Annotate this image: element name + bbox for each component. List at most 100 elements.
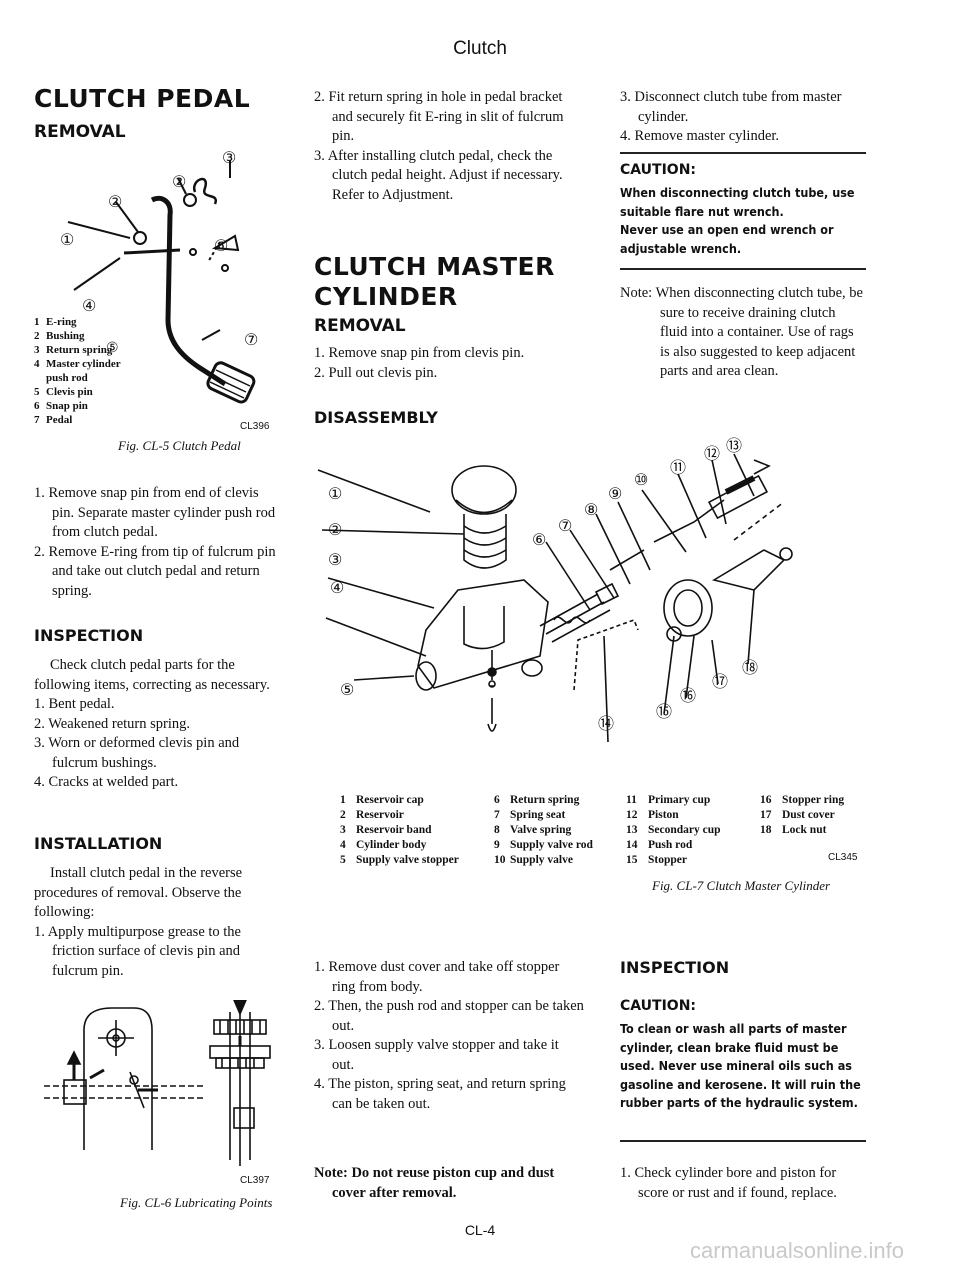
mc-removal-steps: 1. Remove snap pin from clevis pin. 2. P… — [314, 344, 582, 383]
removal-heading: REMOVAL — [34, 122, 126, 142]
fig5-code: CL396 — [240, 421, 270, 432]
disassembly-heading: DISASSEMBLY — [314, 408, 438, 427]
inspection-item: 3. Worn or deformed clevis pin and fulcr… — [34, 735, 240, 771]
fig7-callout-5: ⑤ — [340, 682, 355, 699]
step-text: 1. Check cylinder bore and piston for sc… — [620, 1165, 837, 1201]
step-text: 1. Remove snap pin from end of clevis pi… — [34, 485, 276, 540]
step-text: 3. Loosen supply valve stopper and take … — [314, 1037, 559, 1073]
mc-removal-cont: 3. Disconnect clutch tube from master cy… — [620, 88, 866, 147]
fig7-caption: Fig. CL-7 Clutch Master Cylinder — [652, 878, 831, 893]
caution1-title: CAUTION: — [620, 162, 697, 178]
step-text: 2. Remove E-ring from tip of fulcrum pin… — [34, 543, 276, 599]
fig7-callout-4: ④ — [330, 580, 345, 597]
fig7-callout-6: ⑥ — [532, 532, 547, 549]
caution-rule-bottom — [620, 268, 866, 270]
section-title-clutch-pedal: CLUTCH PEDAL — [34, 84, 251, 113]
pedal-installation-cont: 2. Fit return spring in hole in pedal br… — [314, 88, 582, 205]
fig6-caption: Fig. CL-6 Lubricating Points — [120, 1195, 273, 1210]
step-text: 3. Disconnect clutch tube from master cy… — [620, 89, 842, 125]
step-text: 2. Fit return spring in hole in pedal br… — [314, 89, 564, 144]
callout-6: ⑥ — [214, 238, 229, 255]
pedal-removal-steps: 1. Remove snap pin from end of clevis pi… — [34, 484, 280, 601]
fig7-callout-9: ⑨ — [608, 486, 623, 503]
fig7-code: CL345 — [828, 852, 858, 863]
caution-line: Never use an open end wrench or adjustab… — [620, 222, 834, 256]
step-text: 2. Pull out clevis pin. — [314, 364, 438, 381]
fig7-callout-16: ⑯ — [680, 688, 697, 705]
lubricating-points-illustration — [44, 1000, 271, 1166]
caution-rule-top — [620, 152, 866, 154]
fig7-callout-13: ⑬ — [726, 438, 743, 455]
master-cylinder-exploded-illustration — [317, 453, 793, 743]
page-footer: CL-4 — [464, 1222, 496, 1238]
fig7-callout-2: ② — [328, 522, 343, 539]
pedal-inspection: Check clutch pedal parts for the followi… — [34, 656, 280, 793]
mc-inspection-step: 1. Check cylinder bore and piston for sc… — [620, 1164, 866, 1203]
disassembly-steps: 1. Remove dust cover and take off stoppe… — [314, 958, 584, 1114]
step-text: 4. The piston, spring seat, and return s… — [314, 1076, 566, 1112]
step-text: 1. Remove dust cover and take off stoppe… — [314, 959, 560, 995]
installation-heading: INSTALLATION — [34, 834, 163, 853]
callout-2a: ② — [172, 174, 187, 191]
step-text: 4. Remove master cylinder. — [620, 128, 780, 144]
note-text: Note: When disconnecting clutch tube, be… — [620, 285, 863, 379]
callout-1: ① — [60, 232, 75, 249]
callout-5: ⑤ — [106, 341, 119, 356]
caution-line: When disconnecting clutch tube, use suit… — [620, 185, 855, 219]
note-text: Note: Do not reuse piston cup and dust c… — [314, 1165, 555, 1201]
step-text: 2. Then, the push rod and stopper can be… — [314, 998, 584, 1034]
callout-4: ④ — [82, 298, 97, 315]
step-text: 1. Remove snap pin from clevis pin. — [314, 345, 525, 361]
mc-inspection-heading: INSPECTION — [620, 958, 730, 977]
fig7-callout-8: ⑧ — [584, 502, 599, 519]
fig7-callout-18: ⑱ — [742, 660, 759, 677]
callout-2b: ② — [108, 194, 123, 211]
callout-7: ⑦ — [244, 332, 259, 349]
inspection-heading: INSPECTION — [34, 626, 144, 645]
clutch-pedal-illustration — [67, 160, 256, 404]
installation-intro: Install clutch pedal in the reverse proc… — [34, 865, 243, 920]
installation-item: 1. Apply multipurpose grease to the fric… — [34, 923, 241, 979]
fig7-callout-1: ① — [328, 486, 343, 503]
fig7-callout-3: ③ — [328, 552, 343, 569]
watermark: carmanualsonline.info — [690, 1238, 905, 1263]
pedal-installation: Install clutch pedal in the reverse proc… — [34, 864, 280, 981]
fig6-code: CL397 — [240, 1175, 270, 1186]
caution2-rule — [620, 1140, 866, 1142]
fig5-caption: Fig. CL-5 Clutch Pedal — [118, 438, 241, 453]
caution2-title: CAUTION: — [620, 998, 697, 1014]
mc-removal-heading: REMOVAL — [314, 316, 406, 336]
step-text: 3. After installing clutch pedal, check … — [314, 147, 563, 203]
inspection-intro: Check clutch pedal parts for the followi… — [34, 657, 270, 693]
caution1-body: When disconnecting clutch tube, use suit… — [620, 184, 866, 258]
fig7-callout-17: ⑰ — [712, 674, 729, 691]
callout-3: ③ — [222, 150, 237, 167]
fig7-callout-11: ⑪ — [670, 460, 687, 477]
mc-removal-note: Note: When disconnecting clutch tube, be… — [620, 284, 866, 382]
fig7-callout-7: ⑦ — [558, 518, 573, 535]
